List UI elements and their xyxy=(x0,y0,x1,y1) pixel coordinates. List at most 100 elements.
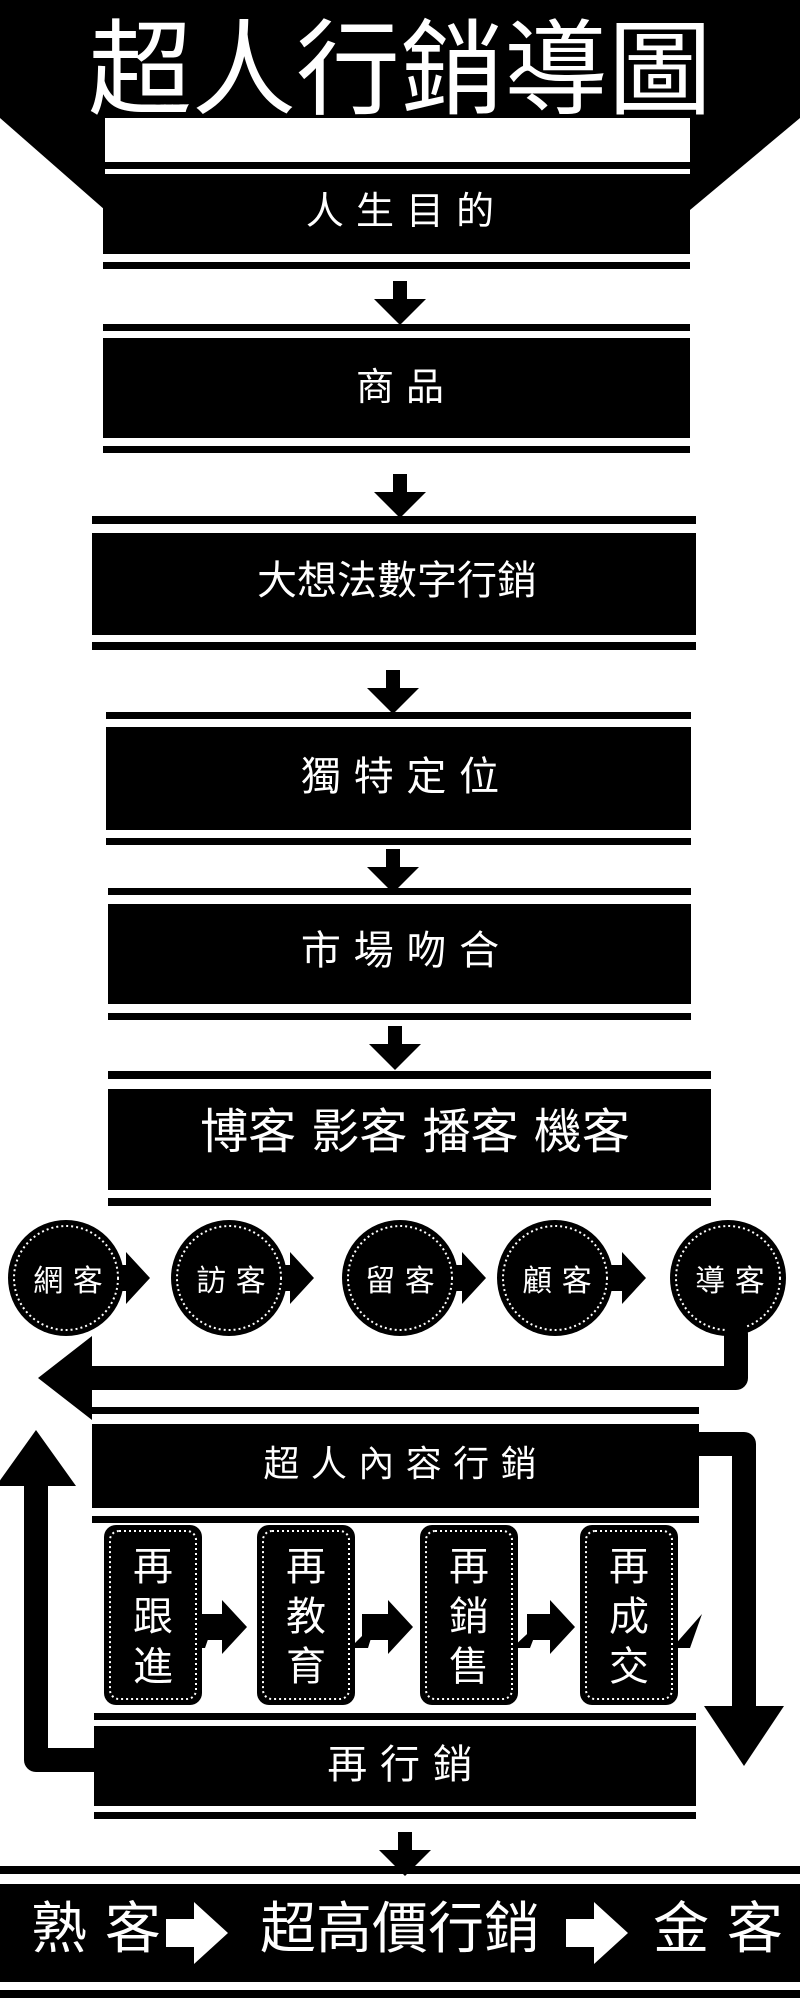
step-market-fit: 市 場 吻 合 xyxy=(108,888,691,1020)
bubble-char-3: 育 xyxy=(286,1644,326,1690)
divider-line xyxy=(103,446,690,453)
arrow-down-icon xyxy=(374,474,426,518)
re-action-bubble: 再成交 xyxy=(580,1525,678,1705)
divider-line xyxy=(92,1407,699,1414)
divider-line xyxy=(106,838,691,845)
divider-line xyxy=(92,1516,699,1523)
flow-node: 網 客 xyxy=(8,1220,124,1336)
divider-line xyxy=(0,1866,800,1874)
arrow-right-icon xyxy=(566,1902,628,1964)
divider-line xyxy=(92,642,696,650)
bubble-char: 再跟進 xyxy=(133,1544,173,1690)
node-ring xyxy=(13,1225,119,1331)
divider-line xyxy=(108,1071,711,1079)
divider-line xyxy=(106,712,691,719)
bubble-char-1: 再 xyxy=(449,1544,489,1590)
arrow-right-icon xyxy=(202,1600,247,1654)
arrow-down-icon xyxy=(374,281,426,325)
remarketing: 再 行 銷 xyxy=(94,1713,696,1819)
bubble-box xyxy=(420,1525,518,1705)
bubble-char: 再銷售 xyxy=(449,1544,489,1690)
title-left-wing xyxy=(0,118,105,210)
step-label: 超 人 內 容 行 銷 xyxy=(263,1444,536,1485)
step-life-purpose: 人 生 目 的 xyxy=(103,162,690,269)
bubble-box xyxy=(257,1525,355,1705)
arrow-right-icon xyxy=(166,1902,228,1964)
step-label: 獨 特 定 位 xyxy=(301,754,499,800)
divider-line xyxy=(103,262,690,269)
node-ring xyxy=(176,1225,282,1331)
step-box xyxy=(106,727,691,830)
bubble-box xyxy=(104,1525,202,1705)
step-box xyxy=(108,1089,711,1190)
step-media: 博客 影客 播客 機客 xyxy=(108,1071,711,1206)
bottom-box xyxy=(0,1884,800,1982)
bottom-right-label: 金 客 xyxy=(653,1897,783,1962)
bubble-ring xyxy=(425,1530,513,1700)
step-label: 再 行 銷 xyxy=(327,1742,472,1788)
arrow-right-icon xyxy=(602,1252,646,1304)
divider-line xyxy=(92,516,696,524)
divider-line xyxy=(108,1198,711,1206)
right-loop-path xyxy=(699,1432,756,1710)
node-label: 訪 客 xyxy=(196,1264,266,1299)
bubble-char-1: 再 xyxy=(286,1544,326,1590)
step-box xyxy=(108,904,691,1004)
left-loop-path xyxy=(24,1480,108,1772)
bubble-ring xyxy=(585,1530,673,1700)
bubble-char: 再成交 xyxy=(609,1544,649,1690)
title-background xyxy=(0,0,800,118)
node-label: 顧 客 xyxy=(522,1264,592,1299)
step-positioning: 獨 特 定 位 xyxy=(106,712,691,845)
divider-line xyxy=(103,324,690,331)
re-action-bubble: 再教育 xyxy=(257,1525,355,1705)
divider-line xyxy=(94,1812,696,1819)
arrow-down-icon xyxy=(704,1706,784,1766)
return-path xyxy=(80,1322,748,1390)
bubble-char-3: 售 xyxy=(449,1644,489,1690)
node-circle xyxy=(670,1220,786,1336)
bubble-char-2: 教 xyxy=(286,1594,326,1640)
step-box xyxy=(103,338,690,438)
divider-line xyxy=(108,888,691,895)
arrow-down-icon xyxy=(367,849,419,893)
arrow-right-icon xyxy=(362,1600,413,1654)
bubble-box xyxy=(580,1525,678,1705)
bubble-char-2: 跟 xyxy=(133,1594,173,1640)
bottom-banner: 熟 客 超高價行銷 金 客 xyxy=(0,1866,800,1998)
divider-line xyxy=(94,1713,696,1720)
node-circle xyxy=(8,1220,124,1336)
node-label: 導 客 xyxy=(695,1264,765,1299)
flow-node: 導 客 xyxy=(670,1220,786,1336)
arrow-left-icon xyxy=(38,1336,92,1420)
divider-line xyxy=(108,1013,691,1020)
node-circle xyxy=(171,1220,287,1336)
bubble-char-1: 再 xyxy=(609,1544,649,1590)
step-label: 大想法數字行銷 xyxy=(257,558,537,604)
arrow-right-icon xyxy=(527,1600,575,1654)
step-box xyxy=(92,1424,699,1508)
customer-flow: 網 客 訪 客 留 客 顧 客 導 客 xyxy=(8,1220,786,1336)
node-circle xyxy=(342,1220,458,1336)
step-box xyxy=(92,533,696,635)
arrow-down-icon xyxy=(369,1026,421,1070)
bubble-ring xyxy=(109,1530,197,1700)
node-ring xyxy=(502,1225,608,1331)
step-label: 人 生 目 的 xyxy=(306,189,494,233)
re-actions: 再跟進 再教育 再銷售 再成交 xyxy=(104,1525,702,1705)
bottom-left-label: 熟 客 xyxy=(31,1897,161,1962)
re-action-bubble: 再跟進 xyxy=(104,1525,202,1705)
bubble-char-2: 銷 xyxy=(449,1594,489,1640)
flow-node: 訪 客 xyxy=(171,1220,287,1336)
flow-node: 顧 客 xyxy=(497,1220,613,1336)
title-right-wing xyxy=(690,118,800,210)
bubble-char: 再教育 xyxy=(286,1544,326,1690)
divider-line xyxy=(103,162,690,169)
step-box xyxy=(94,1726,696,1806)
re-action-bubble: 再銷售 xyxy=(420,1525,518,1705)
arrow-up-icon xyxy=(0,1430,76,1486)
step-label: 商 品 xyxy=(356,365,444,409)
step-box xyxy=(103,174,690,254)
page-title: 超人行銷導圖 xyxy=(88,9,712,131)
